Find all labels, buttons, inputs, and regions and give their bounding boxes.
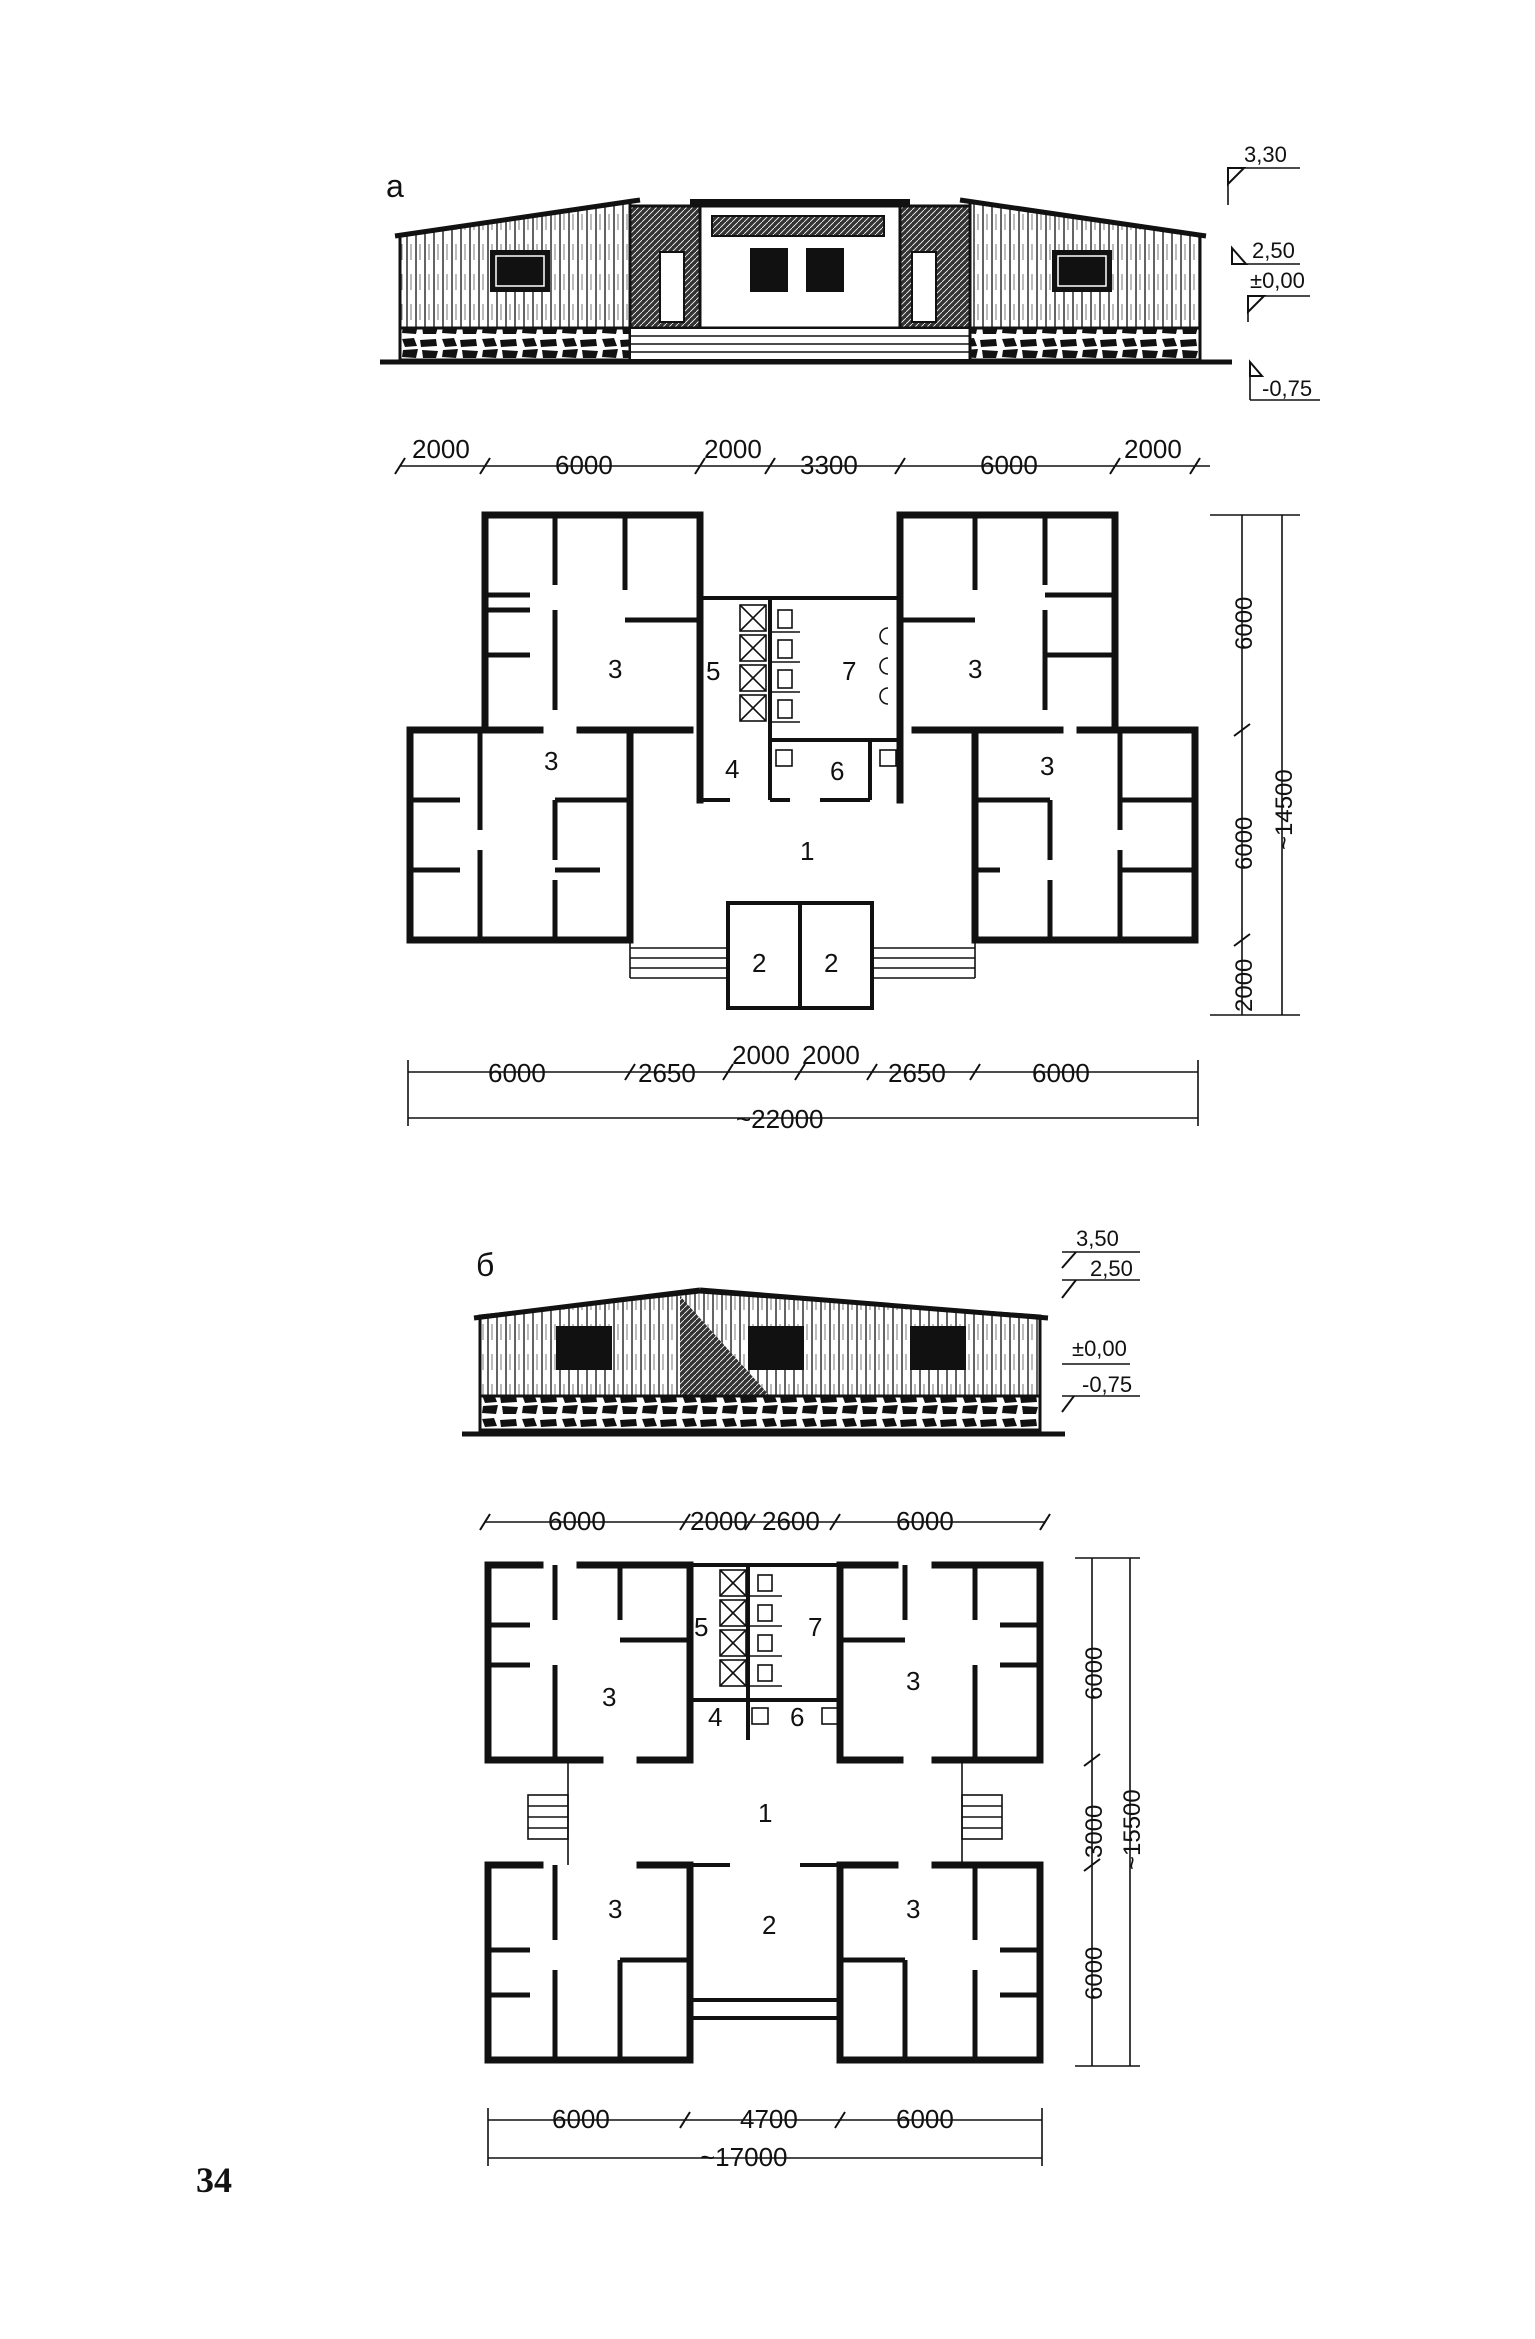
dim-chain-a-right: 6000 6000 2000 ~14500 [1210,514,1300,1016]
room-b-3-upper-right: 3 [906,1666,920,1696]
level-a-ground: -0,75 [1262,376,1312,401]
room-b-3-lower-right: 3 [906,1894,920,1924]
dim-b-bot-3: 6000 [896,2104,954,2134]
room-b-3-lower-left: 3 [608,1894,622,1924]
elevation-a: а 3,30 [380,142,1320,401]
room-a-2-right: 2 [824,948,838,978]
room-a-1: 1 [800,836,814,866]
room-a-6: 6 [830,756,844,786]
dim-b-bot-1: 6000 [552,2104,610,2134]
dim-chain-b-bottom: 6000 4700 6000 ~17000 [487,2104,1043,2172]
plan-a: 2000 6000 2000 3300 6000 2000 [394,434,1300,1134]
dim-chain-b-right: 6000 3000 6000 ~15500 [1075,1557,1146,2067]
dim-a-top-1: 2000 [412,434,470,464]
dim-chain-b-top: 6000 2000 2600 6000 [479,1506,1051,1536]
dim-b-right-2: 3000 [1081,1805,1108,1858]
room-a-3-lower-right: 3 [1040,751,1054,781]
dim-b-right-1: 6000 [1081,1647,1108,1700]
room-a-2-left: 2 [752,948,766,978]
elevation-b: б 3,50 2,50 ±0,00 -0,75 [462,1226,1140,1437]
room-b-6: 6 [790,1702,804,1732]
level-a-eave: 2,50 [1252,238,1295,263]
dim-a-right-2: 6000 [1231,817,1258,870]
room-b-2: 2 [762,1910,776,1940]
dim-a-bot-2: 2650 [638,1058,696,1088]
dim-a-right-1: 6000 [1231,597,1258,650]
dim-a-bot-3: 2000 [732,1040,790,1070]
room-a-5: 5 [706,656,720,686]
level-marks-b: 3,50 2,50 ±0,00 -0,75 [1061,1226,1140,1413]
room-b-1: 1 [758,1798,772,1828]
dim-a-top-5: 6000 [980,450,1038,480]
dim-b-top-3: 2600 [762,1506,820,1536]
variant-a-label: а [386,168,404,204]
room-a-3-upper-right: 3 [968,654,982,684]
dim-a-bot-4: 2000 [802,1040,860,1070]
level-b-top: 3,50 [1076,1226,1119,1251]
room-a-4: 4 [725,754,739,784]
dim-b-top-4: 6000 [896,1506,954,1536]
dim-a-top-2: 6000 [555,450,613,480]
room-a-7: 7 [842,656,856,686]
level-b-eave: 2,50 [1090,1256,1133,1281]
page-number: 34 [196,2160,232,2200]
dim-a-bot-total: ~22000 [736,1104,823,1134]
room-a-3-upper-left: 3 [608,654,622,684]
level-marks-a: 3,30 2,50 ±0,00 -0,75 [1227,142,1320,401]
dim-a-right-total: ~14500 [1271,769,1298,850]
dim-chain-a-top: 2000 6000 2000 3300 6000 2000 [394,434,1210,480]
plan-b: 6000 2000 2600 6000 [479,1506,1146,2172]
level-a-top: 3,30 [1244,142,1287,167]
dim-b-top-1: 6000 [548,1506,606,1536]
room-a-3-lower-left: 3 [544,746,558,776]
dim-a-bot-6: 6000 [1032,1058,1090,1088]
room-b-5: 5 [694,1612,708,1642]
dim-a-top-4: 3300 [800,450,858,480]
dim-chain-a-bottom: 6000 2650 2000 2000 2650 6000 ~22000 [407,1040,1199,1134]
level-b-ground: -0,75 [1082,1372,1132,1397]
room-b-7: 7 [808,1612,822,1642]
level-a-floor: ±0,00 [1250,268,1305,293]
dim-b-top-2: 2000 [690,1506,748,1536]
level-b-floor: ±0,00 [1072,1336,1127,1361]
dim-b-right-3: 6000 [1081,1947,1108,2000]
dim-a-bot-1: 6000 [488,1058,546,1088]
room-b-4: 4 [708,1702,722,1732]
dim-b-bot-total: ~17000 [700,2142,787,2172]
room-b-3-upper-left: 3 [602,1682,616,1712]
dim-b-bot-2: 4700 [740,2104,798,2134]
dim-b-right-total: ~15500 [1119,1789,1146,1870]
dim-a-right-3: 2000 [1231,959,1258,1012]
variant-b-label: б [476,1247,494,1283]
dim-a-top-6: 2000 [1124,434,1182,464]
dim-a-top-3: 2000 [704,434,762,464]
dim-a-bot-5: 2650 [888,1058,946,1088]
